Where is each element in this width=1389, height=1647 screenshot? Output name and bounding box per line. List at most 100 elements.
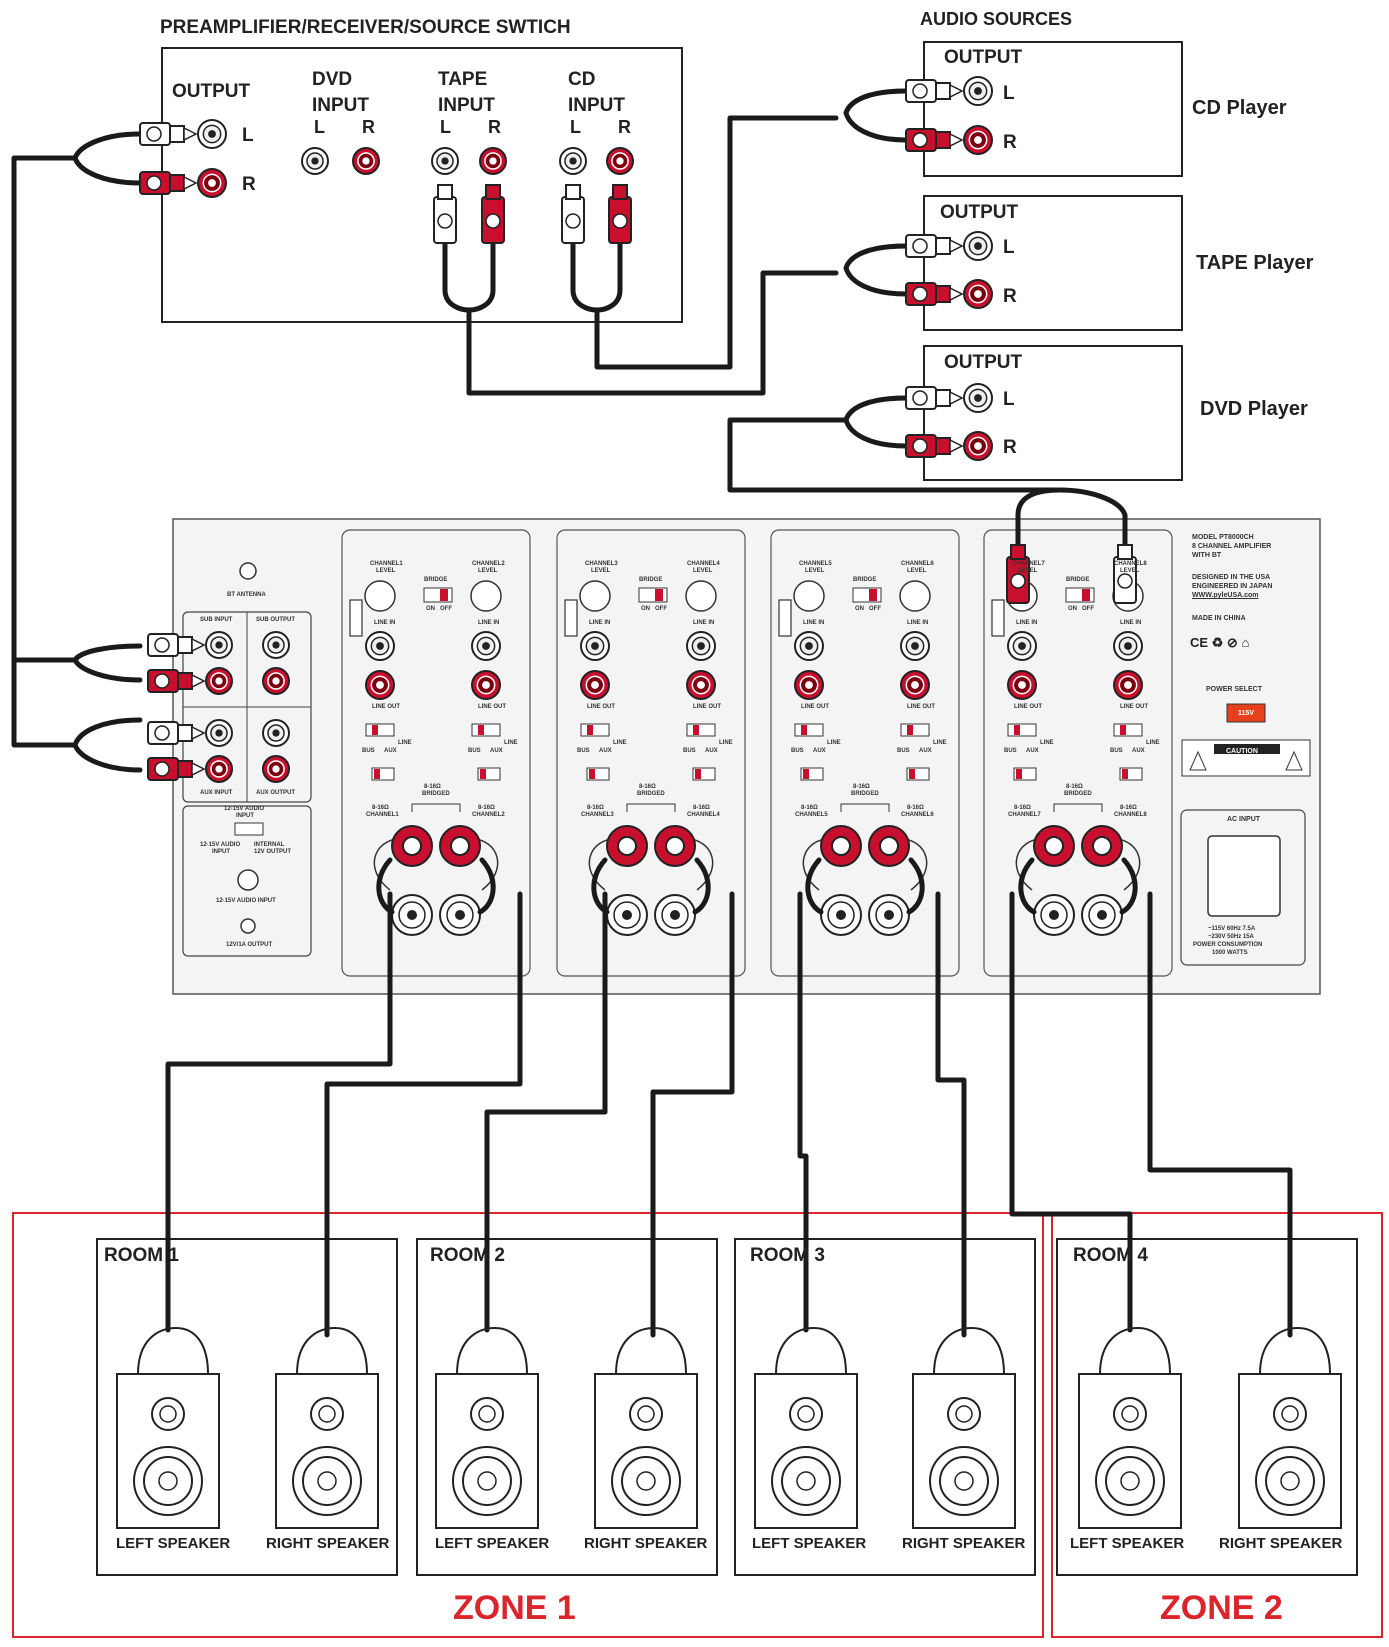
design-info-1: DESIGNED IN THE USA	[1192, 574, 1271, 581]
panel-1-right-level-knob	[470, 580, 502, 612]
trigger-extra-3: INTERNAL	[254, 842, 285, 848]
cd-out-y-cable	[843, 88, 909, 143]
room-1-left-speaker-handle	[137, 1326, 209, 1375]
panel-1-right-speaker-2: CHANNEL2	[472, 812, 505, 818]
trigger-output-label: 12V/1A OUTPUT	[226, 942, 273, 948]
panel-4-left-speaker-2: CHANNEL7	[1008, 812, 1041, 818]
made-in-label: MADE IN CHINA	[1192, 615, 1246, 622]
panel-1-off-label: OFF	[440, 606, 452, 612]
aux-input-y-cable	[72, 717, 143, 773]
panel-4-line-out-right-jack	[1113, 670, 1143, 700]
panel-3-line-out-left: LINE OUT	[801, 704, 829, 710]
sub-in-right-jack	[205, 667, 233, 695]
panel-3-off-label: OFF	[869, 606, 881, 612]
panel-3-aux-right: AUX	[919, 748, 932, 754]
panel-4-post-bottom-core-1	[1049, 910, 1059, 920]
preamp-out-left-letter: L	[242, 125, 254, 146]
tape-output-label: OUTPUT	[940, 202, 1019, 223]
panel-4-bridged-2: BRIDGED	[1064, 791, 1092, 797]
room-2-right-speaker-handle	[615, 1326, 687, 1375]
panel-1-post-bottom-ring-1	[398, 901, 426, 929]
panel-4-bus-left: BUS	[1004, 748, 1017, 754]
panel-4-wire-hook-right	[1119, 857, 1138, 915]
panel-4-post-bottom-ring-1	[1040, 901, 1068, 929]
panel-4-on-label: ON	[1068, 606, 1077, 612]
room-1-right-speaker-label: RIGHT SPEAKER	[266, 1535, 390, 1552]
room-4-left-speaker-label: LEFT SPEAKER	[1070, 1535, 1185, 1552]
panel-2-bridged-1: 8-16Ω	[639, 784, 656, 790]
panel-3-line-left: LINE	[827, 740, 841, 746]
panel-3-right-speaker-2: CHANNEL6	[901, 812, 934, 818]
panel-3-left-level-1: CHANNEL5	[799, 561, 832, 567]
panel-2-bus-right: BUS	[683, 748, 696, 754]
panel-2-left-speaker-1: 8-16Ω	[587, 805, 604, 811]
panel-1-on-label: ON	[426, 606, 435, 612]
panel-1-bridged-1: 8-16Ω	[424, 784, 441, 790]
room-4-left-speaker-handle	[1099, 1326, 1171, 1375]
panel-1-right-input-switch	[471, 723, 501, 737]
tape-to-player-cable	[466, 270, 839, 396]
panel-3-post-bottom-ring-2	[875, 901, 903, 929]
voltage-label: 115V	[1238, 710, 1254, 717]
cd-to-player-cable	[594, 115, 839, 370]
cd-player-box	[923, 41, 1183, 177]
panel-4-right-speaker-2: CHANNEL8	[1114, 812, 1147, 818]
panel-1-bus-right: BUS	[468, 748, 481, 754]
panel-2-right-mode-knob	[695, 769, 701, 779]
dvd-player-name: DVD Player	[1200, 398, 1308, 420]
caution-right-icon	[1285, 750, 1303, 771]
panel-3-line-out-right: LINE OUT	[907, 704, 935, 710]
power-select-label: POWER SELECT	[1206, 686, 1263, 693]
trigger-audio-port	[237, 869, 259, 891]
power-spec-3: POWER CONSUMPTION	[1193, 942, 1263, 948]
panel-4-bridge-switch-knob	[1082, 589, 1090, 601]
cd-in-left-letter: L	[570, 117, 581, 137]
panel-4-right-level-2: LEVEL	[1120, 568, 1140, 574]
panel-2-post-bottom-ring-2	[661, 901, 689, 929]
panel-4-right-input-switch	[1113, 723, 1143, 737]
sub-input-label: SUB INPUT	[200, 617, 233, 623]
room-4-left-speaker-tweeter-core	[1121, 1405, 1139, 1423]
design-info-3: WWW.pyleUSA.com	[1192, 592, 1259, 599]
bt-antenna-port	[239, 562, 257, 580]
panel-1-bridge-label: BRIDGE	[424, 577, 448, 583]
panel-4-right-input-knob	[1120, 725, 1126, 735]
cd-input-label-2: INPUT	[568, 95, 625, 116]
cert-marks: CE ♻ ⊘ ⌂	[1190, 635, 1250, 650]
room-1-right-speaker-handle	[296, 1326, 368, 1375]
tape-out-right-letter: R	[1003, 286, 1017, 307]
panel-3-right-mode-knob	[909, 769, 915, 779]
room-1-right-speaker-tweeter-core	[318, 1405, 336, 1423]
room-1-left-speaker-tweeter-core	[159, 1405, 177, 1423]
panel-1-line-in-right-jack	[471, 631, 501, 661]
room-4-left-speaker	[1078, 1326, 1182, 1529]
room-2-left-speaker-tweeter-core	[478, 1405, 496, 1423]
room-3-left-speaker-label: LEFT SPEAKER	[752, 1535, 867, 1552]
panel-2-off-label: OFF	[655, 606, 667, 612]
panel-2-bridged-2: BRIDGED	[637, 791, 665, 797]
panel-4-bridged-1: 8-16Ω	[1066, 784, 1083, 790]
panel-4-line-right: LINE	[1146, 740, 1160, 746]
zone-2-box	[1051, 1212, 1383, 1638]
panel-3-bridge-switch-knob	[869, 589, 877, 601]
panel-1-right-level-1: CHANNEL2	[472, 561, 505, 567]
panel-2-bridged-bracket	[626, 803, 676, 812]
panel-2-right-speaker-1: 8-16Ω	[693, 805, 710, 811]
dvd-input-label-1: DVD	[312, 69, 353, 90]
panel-2-line-out-right: LINE OUT	[693, 704, 721, 710]
tape-in-left-plug	[433, 184, 457, 244]
room-4-title: ROOM 4	[1073, 1245, 1148, 1266]
panel-3-line-in-left: LINE IN	[803, 620, 825, 626]
speaker-wire-1	[165, 891, 393, 1333]
panel-3-left-level-knob	[793, 580, 825, 612]
panel-2-left-mode-knob	[589, 769, 595, 779]
panel-1-line-in-right: LINE IN	[478, 620, 500, 626]
panel-4-bus-right: BUS	[1110, 748, 1123, 754]
caution-label: CAUTION	[1226, 748, 1258, 755]
panel-4-bridged-bracket	[1053, 803, 1103, 812]
room-1-right-speaker	[275, 1326, 379, 1529]
panel-1-left-input-switch	[365, 723, 395, 737]
trigger-extra-2: INPUT	[212, 849, 230, 855]
panel-2-line-out-left: LINE OUT	[587, 704, 615, 710]
